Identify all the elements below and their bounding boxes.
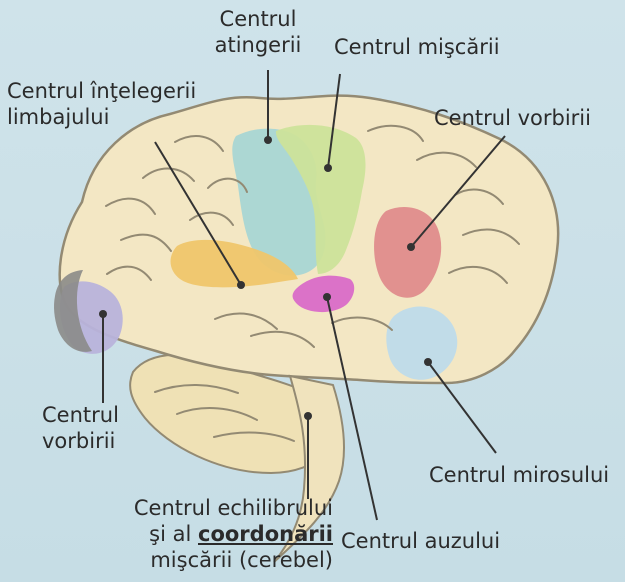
speech-left-point <box>99 310 107 318</box>
balance-label-line-2: şi al coordonării <box>101 521 333 547</box>
speech-right-label: Centrul vorbirii <box>434 105 591 131</box>
hearing-label: Centrul auzului <box>341 528 500 554</box>
touch-label: Centrul atingerii <box>198 6 318 58</box>
balance-point <box>304 412 312 420</box>
speech-right-label-line-1: Centrul vorbirii <box>434 105 591 131</box>
touch-label-line-1: Centrul <box>198 6 318 32</box>
balance-label-line-3: mişcării (cerebel) <box>101 547 333 573</box>
speech-right-point <box>407 243 415 251</box>
movement-label-line-1: Centrul mişcării <box>334 34 500 60</box>
balance-label-line-2-prefix: şi al <box>149 522 198 546</box>
speech-left-label-line-1: Centrul <box>42 402 119 428</box>
balance-label: Centrul echilibrului şi al coordonării m… <box>101 495 333 573</box>
balance-label-line-2-emph: coordonării <box>198 522 333 546</box>
language-label-line-1: Centrul înţelegerii <box>7 78 196 104</box>
smell-point <box>424 358 432 366</box>
movement-label: Centrul mişcării <box>334 34 500 60</box>
smell-label: Centrul mirosului <box>429 462 609 488</box>
language-label-line-2: limbajului <box>7 104 196 130</box>
touch-point <box>264 136 272 144</box>
smell-label-line-1: Centrul mirosului <box>429 462 609 488</box>
touch-label-line-2: atingerii <box>198 32 318 58</box>
balance-label-line-1: Centrul echilibrului <box>101 495 333 521</box>
speech-left-label-line-2: vorbirii <box>42 428 119 454</box>
language-label: Centrul înţelegerii limbajului <box>7 78 196 130</box>
speech-left-label: Centrul vorbirii <box>42 402 119 454</box>
hearing-label-line-1: Centrul auzului <box>341 528 500 554</box>
hearing-point <box>323 293 331 301</box>
movement-point <box>324 164 332 172</box>
language-point <box>237 281 245 289</box>
